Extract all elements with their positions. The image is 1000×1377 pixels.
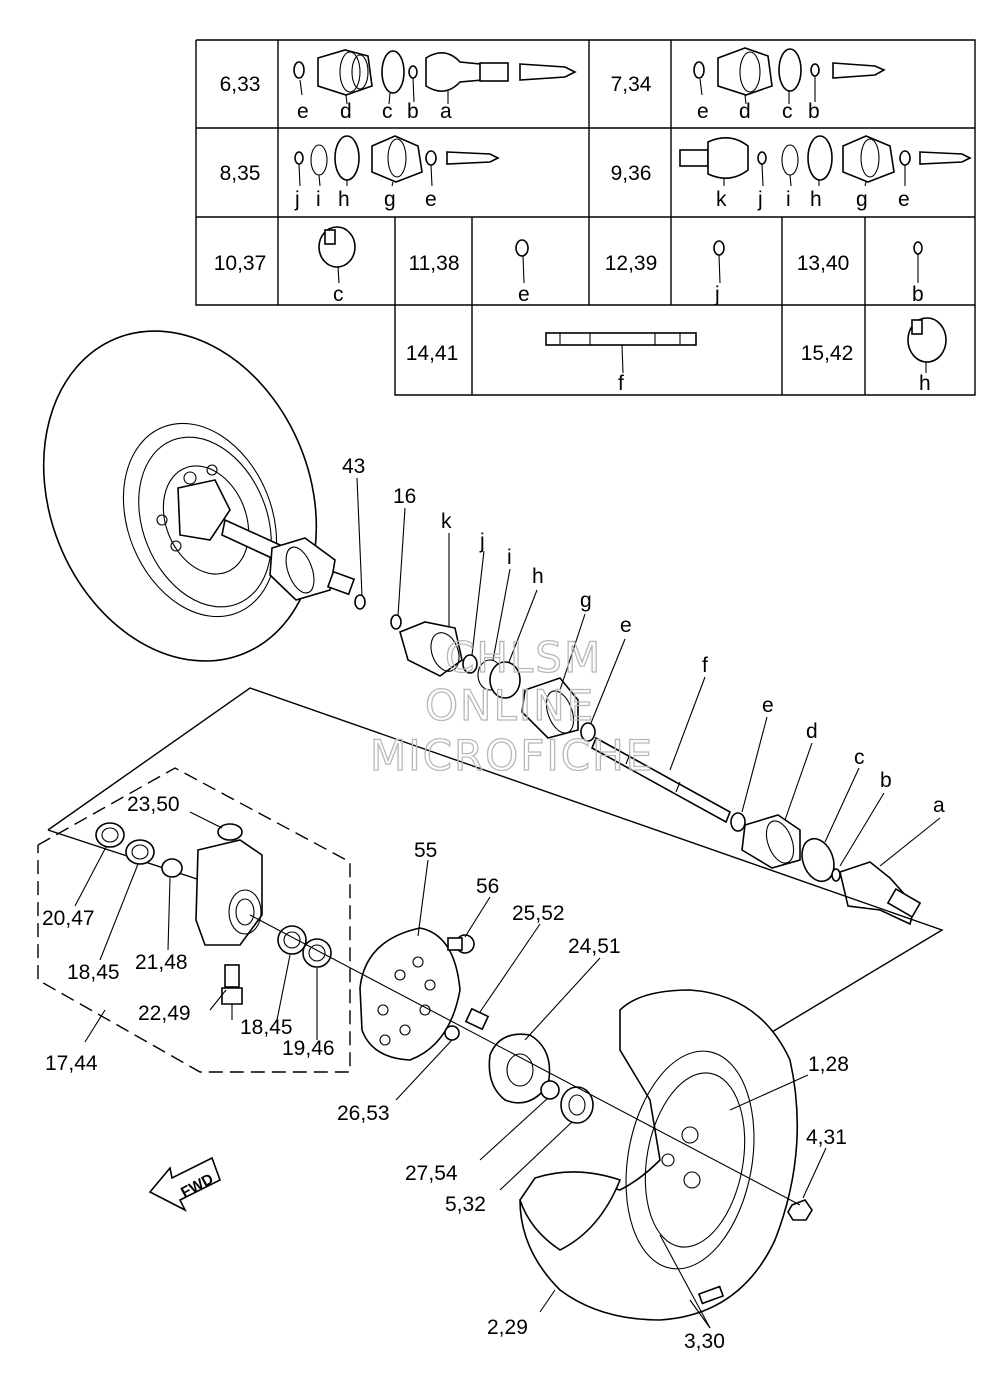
kit-7-34: 7,34 — [611, 73, 652, 96]
kit-12-39-letter-j: j — [714, 283, 720, 306]
kit-9-36: 9,36 — [611, 162, 652, 185]
watermark-line-1: CHLSM — [445, 633, 602, 682]
callout-labels: 43 16 k j i h g e f e d c b a 23,50 55 5… — [42, 455, 945, 1353]
front-wheel-illustration — [519, 989, 813, 1321]
kit-11-38-illustration: e — [515, 239, 530, 306]
kit-10-37: 10,37 — [214, 252, 267, 275]
kit-7-34-letter-e: e — [697, 100, 709, 123]
kit-12-39-illustration: j — [713, 240, 725, 306]
kit-6-33-letter-e: e — [297, 100, 309, 123]
callout-21-48: 21,48 — [135, 951, 188, 974]
callout-18-45-left: 18,45 — [67, 961, 120, 984]
callout-26-53: 26,53 — [337, 1102, 390, 1125]
callout-56: 56 — [476, 875, 499, 898]
assembly-axis — [249, 914, 801, 1206]
watermark-line-3: MICROFICHE — [370, 731, 654, 780]
callout-k: k — [441, 510, 452, 533]
callout-3-30: 3,30 — [684, 1330, 725, 1353]
kit-8-35-letter-g: g — [384, 188, 396, 211]
callout-b: b — [880, 769, 892, 792]
callout-d: d — [806, 720, 818, 743]
kit-7-34-illustration: e d c b — [693, 47, 886, 123]
kit-10-37-illustration: c — [318, 226, 356, 306]
kit-9-36-letter-j: j — [757, 188, 763, 211]
kit-7-34-letter-c: c — [782, 100, 793, 123]
kit-14-41-illustration: f — [545, 332, 697, 395]
kit-10-37-letter-c: c — [333, 283, 344, 306]
rear-left-wheel-illustration — [42, 330, 356, 662]
kit-8-35-letter-h: h — [338, 188, 350, 211]
callout-j: j — [479, 530, 485, 553]
watermark-line-2: ONLINE — [425, 681, 595, 730]
kit-9-36-letter-i: i — [786, 188, 791, 211]
kit-9-36-letter-g: g — [856, 188, 868, 211]
callout-1-28: 1,28 — [808, 1053, 849, 1076]
kit-9-36-letter-k: k — [716, 188, 727, 211]
halfshaft-exploded — [354, 594, 922, 926]
kit-13-40-illustration: b — [912, 241, 924, 306]
brake-disc — [359, 927, 475, 1061]
kit-6-33-letter-a: a — [440, 100, 452, 123]
kit-6-33-letter-b: b — [407, 100, 419, 123]
kit-15-42: 15,42 — [801, 342, 854, 365]
kit-9-36-letter-h: h — [810, 188, 822, 211]
callout-2-29: 2,29 — [487, 1316, 528, 1339]
watermark: CHLSM ONLINE MICROFICHE — [369, 632, 654, 780]
callout-g: g — [580, 589, 592, 612]
wheel-hub — [464, 1007, 594, 1124]
kit-14-41-letter-f: f — [618, 372, 624, 395]
callout-25-52: 25,52 — [512, 902, 565, 925]
callout-55: 55 — [414, 839, 437, 862]
callout-f: f — [702, 654, 708, 677]
kit-9-36-letter-e: e — [898, 188, 910, 211]
kit-table: 6,33 7,34 8,35 9,36 10,37 11,38 12,39 13… — [195, 39, 976, 396]
kit-13-40-letter-b: b — [912, 283, 924, 306]
callout-24-51: 24,51 — [568, 935, 621, 958]
callout-19-46: 19,46 — [282, 1037, 335, 1060]
callout-e-inner: e — [620, 614, 632, 637]
kit-11-38: 11,38 — [409, 252, 460, 275]
kit-6-33: 6,33 — [220, 73, 261, 96]
kit-7-34-letter-b: b — [808, 100, 820, 123]
kit-7-34-letter-d: d — [739, 100, 751, 123]
callout-23-50: 23,50 — [127, 793, 180, 816]
callout-i: i — [507, 546, 512, 569]
callout-4-31: 4,31 — [806, 1126, 847, 1149]
kit-8-35-letter-j: j — [294, 188, 300, 211]
kit-6-33-letter-d: d — [340, 100, 352, 123]
callout-27-54: 27,54 — [405, 1162, 458, 1185]
kit-15-42-illustration: h — [907, 317, 947, 395]
kit-9-36-illustration: k j i h g e — [679, 135, 972, 211]
kit-6-33-letter-c: c — [382, 100, 393, 123]
leader-lines — [74, 477, 941, 1329]
forward-arrow-icon: FWD — [148, 1156, 221, 1212]
kit-11-38-letter-e: e — [518, 283, 530, 306]
kit-8-35-illustration: j i h g e — [294, 135, 500, 211]
kit-8-35-letter-e: e — [425, 188, 437, 211]
callout-43: 43 — [342, 455, 365, 478]
callout-h: h — [532, 565, 544, 588]
kit-8-35-letter-i: i — [316, 188, 321, 211]
kit-6-33-illustration: e d c b a — [293, 49, 577, 123]
callout-c: c — [854, 746, 865, 769]
kit-14-41: 14,41 — [406, 342, 459, 365]
kit-13-40: 13,40 — [797, 252, 850, 275]
callout-a: a — [933, 794, 945, 817]
callout-17-44: 17,44 — [45, 1052, 98, 1075]
callout-e-outer: e — [762, 694, 774, 717]
callout-5-32: 5,32 — [445, 1193, 486, 1216]
kit-15-42-letter-h: h — [919, 372, 931, 395]
kit-12-39: 12,39 — [605, 252, 658, 275]
callout-20-47: 20,47 — [42, 907, 95, 930]
callout-22-49: 22,49 — [138, 1002, 191, 1025]
callout-18-45-right: 18,45 — [240, 1016, 293, 1039]
callout-16: 16 — [393, 485, 416, 508]
kit-8-35: 8,35 — [220, 162, 261, 185]
